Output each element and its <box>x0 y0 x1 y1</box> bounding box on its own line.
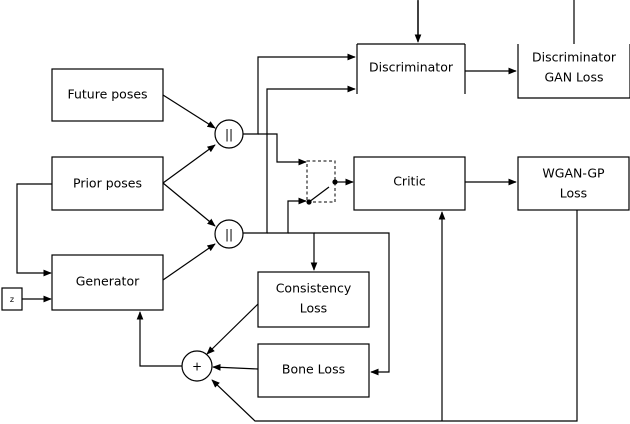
discriminator-gan-loss-label-line1: Discriminator <box>532 50 617 65</box>
connections <box>16 0 578 422</box>
edge-concat-bottom-to-discriminator <box>243 85 356 234</box>
edge-gan-loss-feedback <box>417 0 575 44</box>
concat-node-bottom: || <box>214 219 244 249</box>
edge-concat-top-to-discriminator <box>243 53 356 135</box>
concat-symbol-top: || <box>225 128 233 142</box>
z-node: z <box>1 287 23 311</box>
selector-switch <box>306 160 338 205</box>
edge-to-consistency-loss <box>288 232 318 271</box>
edge-prior-to-concat-bottom <box>162 182 216 227</box>
future-poses-node: Future poses <box>51 68 164 122</box>
critic-node: Critic <box>353 156 466 211</box>
edge-concat-bottom-to-switch <box>267 197 307 234</box>
edge-concat-top-to-switch <box>258 133 307 166</box>
consistency-loss-label-line2: Loss <box>300 301 327 316</box>
future-poses-label: Future poses <box>67 87 147 102</box>
edge-sum-to-generator <box>136 311 182 367</box>
discriminator-gan-loss-node: Discriminator GAN Loss <box>517 44 630 99</box>
sum-symbol: + <box>192 360 202 374</box>
sum-node: + <box>181 350 213 382</box>
generator-label: Generator <box>76 274 140 289</box>
prior-poses-label: Prior poses <box>73 176 142 191</box>
edge-prior-to-generator <box>16 183 52 277</box>
consistency-loss-label-line1: Consistency <box>276 281 352 296</box>
edge-prior-to-concat-top <box>162 144 216 184</box>
concat-node-top: || <box>214 119 244 149</box>
critic-label: Critic <box>393 174 426 189</box>
edge-to-bone-loss <box>314 232 390 376</box>
prior-poses-node: Prior poses <box>51 156 164 211</box>
edge-generator-to-concat-bottom <box>162 243 216 281</box>
discriminator-gan-loss-label-line2: GAN Loss <box>545 70 604 85</box>
discriminator-label: Discriminator <box>369 60 454 75</box>
wgan-gp-loss-label-line2: Loss <box>560 186 587 201</box>
bone-loss-node: Bone Loss <box>257 343 370 398</box>
bone-loss-label: Bone Loss <box>282 362 345 377</box>
edge-bone-to-sum <box>212 363 259 371</box>
wgan-gp-loss-label-line1: WGAN-GP <box>542 166 605 181</box>
discriminator-node: Discriminator <box>356 43 466 94</box>
edge-consistency-to-sum <box>206 303 259 355</box>
generator-node: Generator <box>51 254 164 311</box>
switch-pivot <box>332 179 338 185</box>
edge-wgan-loss-to-sum <box>211 210 578 422</box>
edge-gan-loss-feedback-stub <box>417 0 572 40</box>
z-label: z <box>10 295 14 304</box>
edge-future-to-concat-top <box>162 94 216 129</box>
concat-symbol-bottom: || <box>225 228 233 242</box>
switch-lever <box>308 186 330 203</box>
wgan-gp-loss-node: WGAN-GP Loss <box>517 156 630 211</box>
consistency-loss-node: Consistency Loss <box>257 271 370 328</box>
